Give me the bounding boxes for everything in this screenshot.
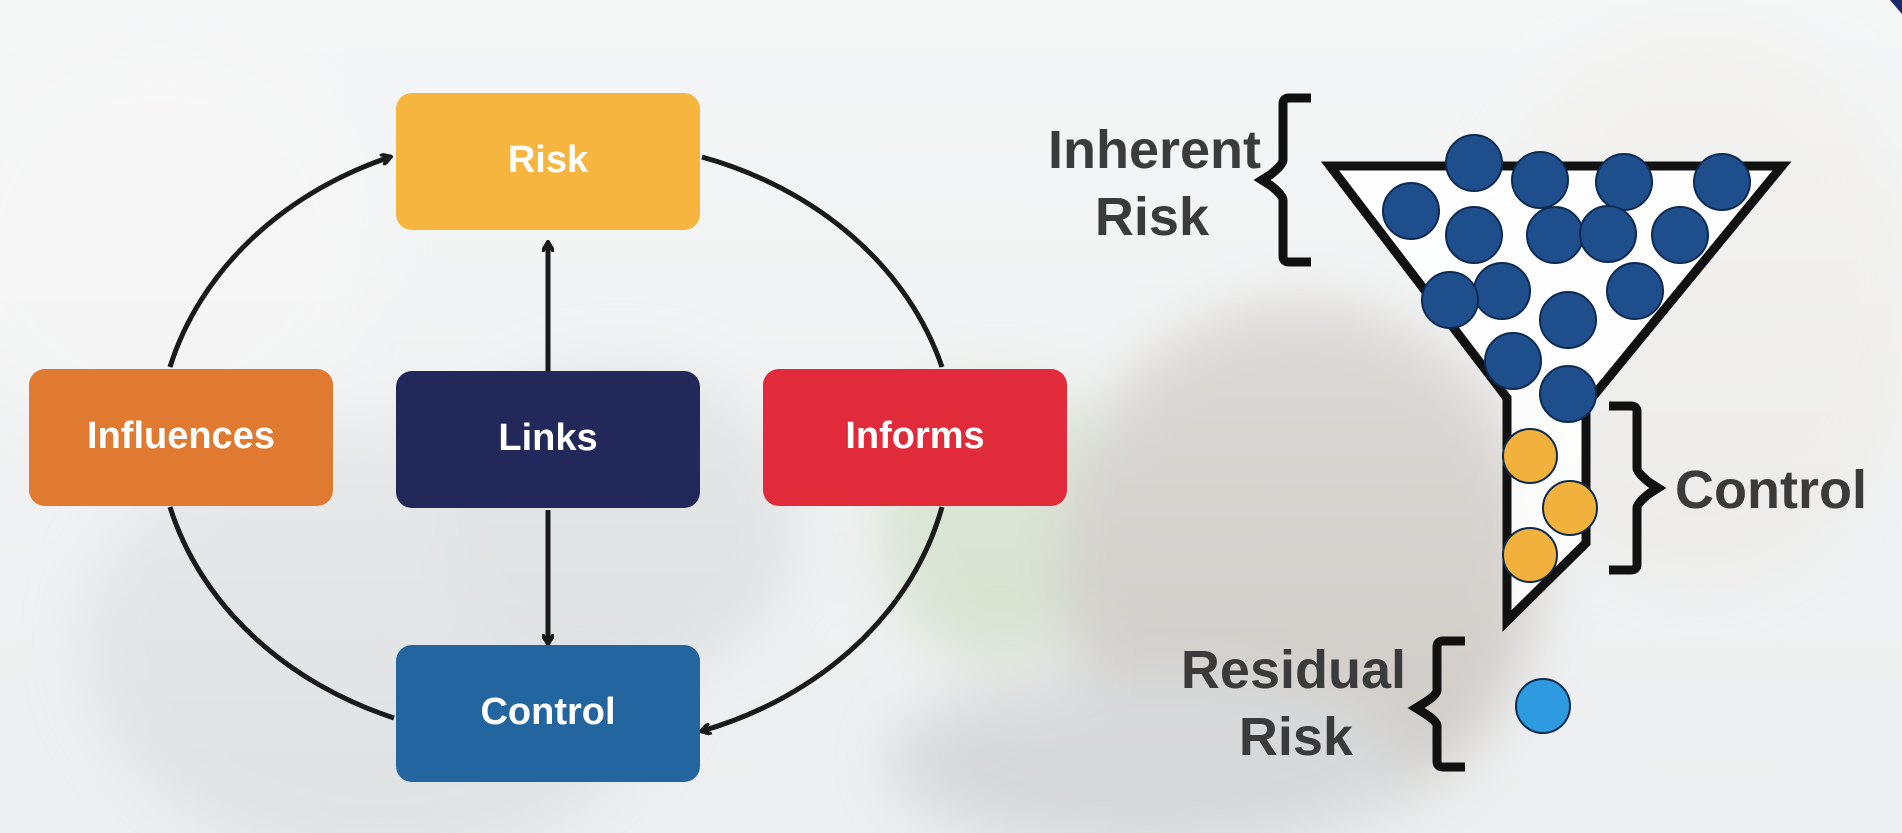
control-label: Control bbox=[1675, 460, 1867, 520]
control-box-bg bbox=[396, 645, 700, 782]
arc-influences-to-risk bbox=[167, 157, 390, 368]
inherent-risk-ball bbox=[1579, 205, 1637, 263]
inherent-risk-ball bbox=[1511, 151, 1569, 209]
control-box-label: Control bbox=[480, 691, 615, 733]
links-box: Links bbox=[396, 371, 700, 508]
arc-risk-to-informs bbox=[701, 154, 945, 368]
cycle-ring bbox=[167, 154, 945, 731]
influences-box-bg bbox=[29, 369, 333, 506]
informs-box-bg bbox=[763, 369, 1067, 506]
inherent-risk-ball bbox=[1595, 153, 1653, 211]
risk-box: Risk bbox=[396, 93, 700, 230]
inherent-risk-ball bbox=[1651, 206, 1709, 264]
informs-box: Informs bbox=[763, 369, 1067, 506]
inherent-risk-ball bbox=[1473, 262, 1531, 320]
inherent-risk-balls bbox=[1382, 134, 1751, 423]
inherent-risk-ball bbox=[1539, 365, 1597, 423]
influences-box-label: Influences bbox=[87, 415, 275, 457]
residual-risk-label-line1: Residual bbox=[1181, 640, 1406, 700]
funnel bbox=[1320, 134, 1792, 632]
arc-control-to-influences bbox=[167, 506, 395, 721]
residual-risk-label-line2: Risk bbox=[1239, 707, 1354, 767]
risk-box-bg bbox=[396, 93, 700, 230]
inherent-risk-ball bbox=[1421, 271, 1479, 329]
control-box: Control bbox=[396, 645, 700, 782]
residual-risk-balls bbox=[1515, 678, 1571, 734]
influences-box: Influences bbox=[29, 369, 333, 506]
control-bracket bbox=[1609, 401, 1667, 575]
risk-box-label: Risk bbox=[508, 139, 589, 181]
residual-risk-ball bbox=[1515, 678, 1571, 734]
inherent-risk-ball bbox=[1484, 332, 1542, 390]
control-balls bbox=[1502, 428, 1598, 583]
inherent-risk-ball bbox=[1693, 153, 1751, 211]
inherent-risk-ball bbox=[1526, 206, 1584, 264]
control-ball bbox=[1502, 428, 1558, 484]
links-box-bg bbox=[396, 371, 700, 508]
residual-risk-bracket bbox=[1407, 636, 1465, 772]
inherent-risk-ball bbox=[1382, 182, 1440, 240]
inherent-risk-label-line1: Inherent bbox=[1048, 120, 1261, 180]
inherent-risk-bracket bbox=[1253, 93, 1311, 267]
links-box-label: Links bbox=[498, 417, 597, 459]
control-ball bbox=[1542, 480, 1598, 536]
inherent-risk-ball bbox=[1445, 134, 1503, 192]
inherent-risk-ball bbox=[1606, 262, 1664, 320]
inherent-risk-label-line2: Risk bbox=[1095, 187, 1210, 247]
informs-box-label: Informs bbox=[845, 415, 984, 457]
control-ball bbox=[1502, 527, 1558, 583]
arc-informs-to-control bbox=[702, 506, 945, 731]
inherent-risk-ball bbox=[1539, 291, 1597, 349]
inherent-risk-ball bbox=[1445, 206, 1503, 264]
